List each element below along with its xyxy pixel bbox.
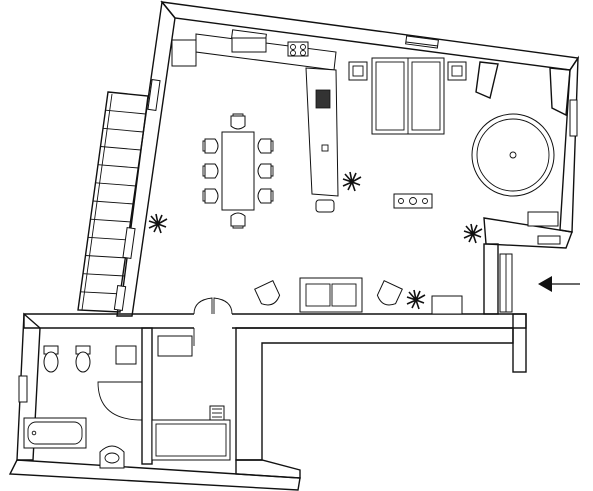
plant-icon xyxy=(406,289,426,310)
chair xyxy=(257,138,274,154)
stair-tread xyxy=(85,255,128,259)
bar-stool xyxy=(315,199,335,213)
bathroom xyxy=(23,345,143,469)
wall-entrance-post xyxy=(483,243,499,315)
stair-tread xyxy=(97,164,139,169)
tv-bench xyxy=(393,193,433,209)
entrance xyxy=(499,253,580,313)
wall-bath-partition xyxy=(141,327,153,465)
stair-tread xyxy=(82,273,125,277)
plant-icon xyxy=(463,223,483,244)
wall-bottom xyxy=(8,459,301,491)
stair-tread xyxy=(92,200,135,205)
window-entrance xyxy=(537,235,561,245)
bedroom xyxy=(151,335,231,461)
wall-lower-left xyxy=(16,312,41,461)
exterior-stairs xyxy=(77,91,149,313)
chair xyxy=(257,188,274,204)
chair xyxy=(257,163,274,179)
sofa xyxy=(299,277,363,313)
door-main-swing xyxy=(193,297,213,315)
bathtub xyxy=(23,417,87,449)
window-left-2 xyxy=(122,227,136,259)
kitchen xyxy=(171,33,339,213)
wall-niche-left xyxy=(475,61,499,99)
wall-middle xyxy=(23,313,527,329)
stair-tread xyxy=(95,182,137,187)
wall-niche-right xyxy=(549,67,571,117)
side-table-right xyxy=(447,61,467,81)
stair-tread xyxy=(102,127,144,133)
cabinet xyxy=(115,345,137,365)
bed xyxy=(151,419,231,461)
side-table-left xyxy=(348,61,368,81)
washbasin xyxy=(99,445,125,469)
window-bath xyxy=(18,375,28,403)
wall-left-upper xyxy=(116,0,176,317)
stair-treads xyxy=(80,109,146,295)
wall-entrance-block xyxy=(483,217,573,249)
sink xyxy=(231,37,267,53)
counter-island xyxy=(305,67,339,197)
window-top-1 xyxy=(405,35,439,49)
wardrobe xyxy=(157,335,193,357)
window-left-3 xyxy=(113,284,127,312)
wall-top xyxy=(160,1,580,71)
armchair-right xyxy=(376,280,403,306)
cooktop-island xyxy=(315,89,331,109)
armchair-left xyxy=(254,280,281,306)
toilet xyxy=(43,345,59,373)
round-table xyxy=(471,113,555,197)
chair xyxy=(202,163,219,179)
wall-stub-right xyxy=(512,313,527,373)
wall-bottom-link xyxy=(235,459,301,479)
counter-corner xyxy=(171,39,197,67)
window-left-1 xyxy=(147,79,161,111)
dining-table xyxy=(221,131,255,211)
stair-tread xyxy=(87,236,130,241)
dining-set xyxy=(202,113,274,229)
wall-passage xyxy=(235,327,514,461)
plant-icon xyxy=(342,171,362,192)
window-right xyxy=(569,99,578,137)
chair xyxy=(202,188,219,204)
chair xyxy=(230,212,246,229)
walls xyxy=(8,0,580,491)
stair-tread xyxy=(90,218,132,223)
arrow-left-icon xyxy=(538,276,580,292)
stair-tread xyxy=(105,109,146,115)
chair xyxy=(202,138,219,154)
stair-tread xyxy=(100,146,142,151)
hob xyxy=(287,41,309,57)
bath-door xyxy=(97,381,143,421)
stair-tread xyxy=(80,291,123,295)
plant-icon xyxy=(148,213,168,234)
low-cabinet xyxy=(431,295,463,315)
chair xyxy=(230,113,246,130)
bidet xyxy=(75,345,91,373)
living-area xyxy=(254,57,559,315)
console xyxy=(527,211,559,227)
doors xyxy=(193,297,233,346)
